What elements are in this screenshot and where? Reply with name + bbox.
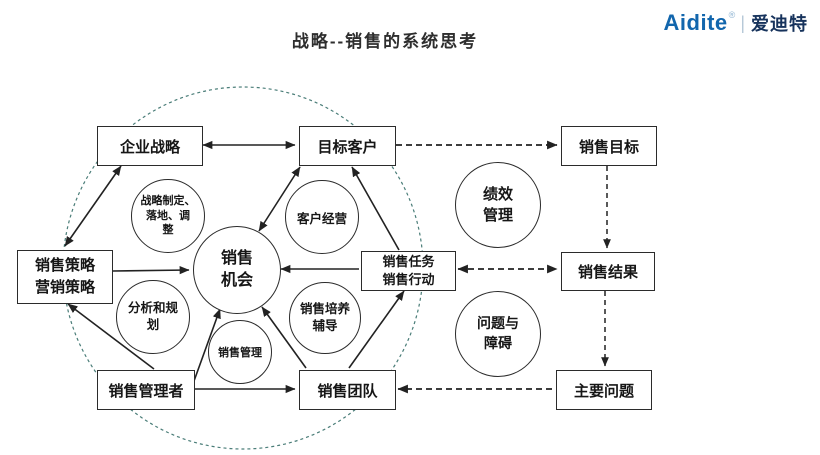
registered-trademark-icon: ® — [728, 10, 736, 20]
page-title: 战略--销售的系统思考 — [291, 32, 479, 51]
logo-divider: | — [740, 12, 745, 33]
box-corporate-strategy: 企业战略 — [97, 126, 203, 166]
box-sales-team: 销售团队 — [299, 370, 396, 410]
circle-sales-training-coaching: 销售培养 辅导 — [289, 282, 361, 354]
box-main-problem: 主要问题 — [556, 370, 652, 410]
box-sales-task-action: 销售任务 销售行动 — [361, 251, 456, 291]
edge-sales-manager-to-opportunity — [193, 308, 221, 382]
edge-corp-strategy-sales-strategy — [64, 165, 122, 247]
box-target-customer: 目标客户 — [299, 126, 396, 166]
circle-sales-management: 销售管理 — [208, 320, 272, 384]
logo-brand-chinese: 爱迪特 — [751, 14, 808, 34]
box-sales-manager: 销售管理者 — [97, 370, 195, 410]
circle-sales-opportunity: 销售 机会 — [193, 226, 281, 314]
aidite-logo: Aidite ® | 爱迪特 — [664, 10, 808, 36]
logo-brand-text: Aidite — [663, 10, 728, 35]
edge-target-customer-sales-opportunity — [258, 166, 301, 232]
circle-performance-management: 绩效 管理 — [455, 162, 541, 248]
edge-sales-team-to-opportunity — [261, 306, 307, 369]
circle-strategy-formulation: 战略制定、 落地、调 整 — [131, 179, 205, 253]
circle-problems-obstacles: 问题与 障碍 — [455, 291, 541, 377]
edge-sales-team-to-task — [348, 290, 405, 369]
edge-sales-task-to-target-customer — [351, 166, 400, 251]
circle-customer-management: 客户经营 — [285, 180, 359, 254]
circle-analysis-planning: 分析和规 划 — [116, 280, 190, 354]
box-sales-goal: 销售目标 — [561, 126, 657, 166]
box-sales-result: 销售结果 — [561, 252, 655, 291]
edge-sales-manager-to-strategy — [67, 303, 155, 370]
edge-sales-strategy-to-opportunity — [112, 265, 190, 275]
box-sales-marketing-strategy: 销售策略 营销策略 — [17, 250, 113, 304]
